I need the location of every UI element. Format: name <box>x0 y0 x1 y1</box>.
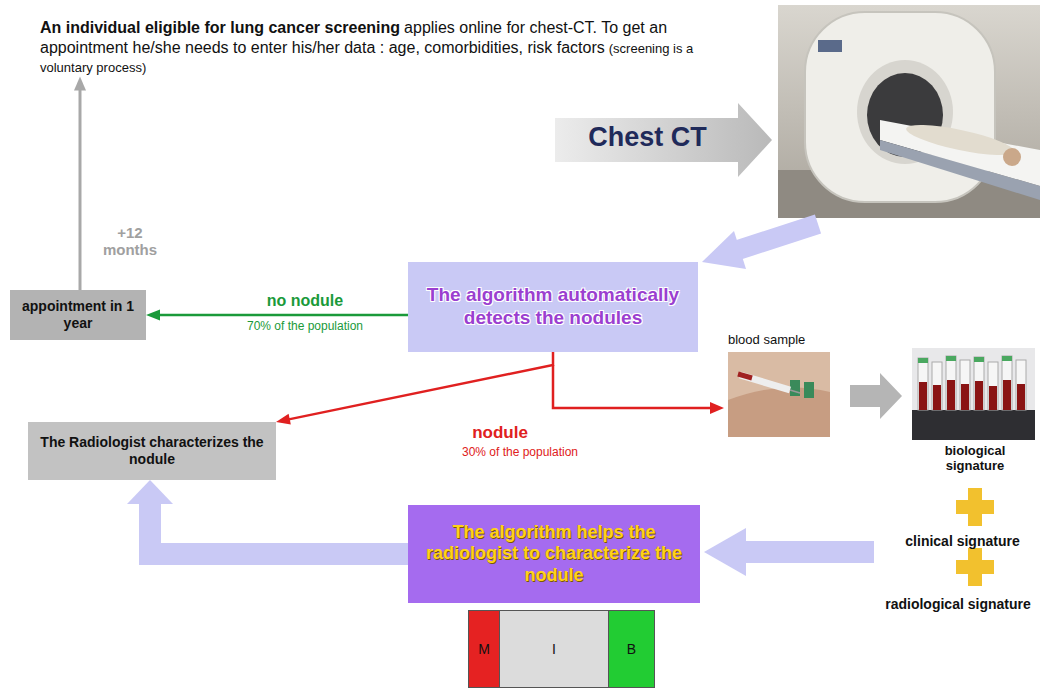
node-text: The Radiologist characterizes the nodule <box>36 434 268 468</box>
annotation-label: blood sample <box>728 333 838 348</box>
node-text: appointment in 1 year <box>18 298 138 332</box>
branch-arrow <box>553 365 724 414</box>
connector-arrow <box>74 77 86 290</box>
process-box: The algorithm automatically detects the … <box>408 262 698 352</box>
edge-label: no nodule <box>230 292 380 310</box>
block-arrow <box>850 373 902 419</box>
node-text: M <box>478 641 490 657</box>
intro-text-part: An individual eligible for lung cancer s… <box>40 19 400 36</box>
ct-scanner-photo <box>778 5 1040 218</box>
connector-arrow <box>146 310 408 321</box>
block-arrow <box>555 103 772 177</box>
node-text: The algorithm automatically detects the … <box>416 284 690 330</box>
annotation-label: Chest CT <box>560 122 735 153</box>
node-text: I <box>552 641 556 657</box>
scale-cell: B <box>608 610 655 688</box>
annotation-label: 70% of the population <box>215 320 395 334</box>
intro-text: An individual eligible for lung cancer s… <box>40 18 705 77</box>
flow-arrow <box>702 224 818 269</box>
annotation-label: radiological signature <box>860 596 1056 612</box>
edge-label: +12 months <box>98 224 162 259</box>
process-box: The algorithm helps the radiologist to c… <box>408 505 700 603</box>
process-box: appointment in 1 year <box>10 290 146 340</box>
tubes-photo <box>912 348 1035 440</box>
scale-cell: M <box>468 610 500 688</box>
process-box: The Radiologist characterizes the nodule <box>28 422 276 480</box>
edge-label: nodule <box>440 423 560 443</box>
scale-cell: I <box>500 610 608 688</box>
node-text: The algorithm helps the radiologist to c… <box>416 522 692 587</box>
node-text: B <box>627 641 636 657</box>
connector-arrow <box>127 480 408 554</box>
annotation-label: biological signature <box>915 444 1035 474</box>
flow-arrow <box>704 528 874 576</box>
connector-arrow <box>276 352 553 425</box>
annotation-label: clinical signature <box>880 533 1045 549</box>
annotation-label: 30% of the population <box>430 446 610 460</box>
blood-sample-photo <box>728 352 830 437</box>
